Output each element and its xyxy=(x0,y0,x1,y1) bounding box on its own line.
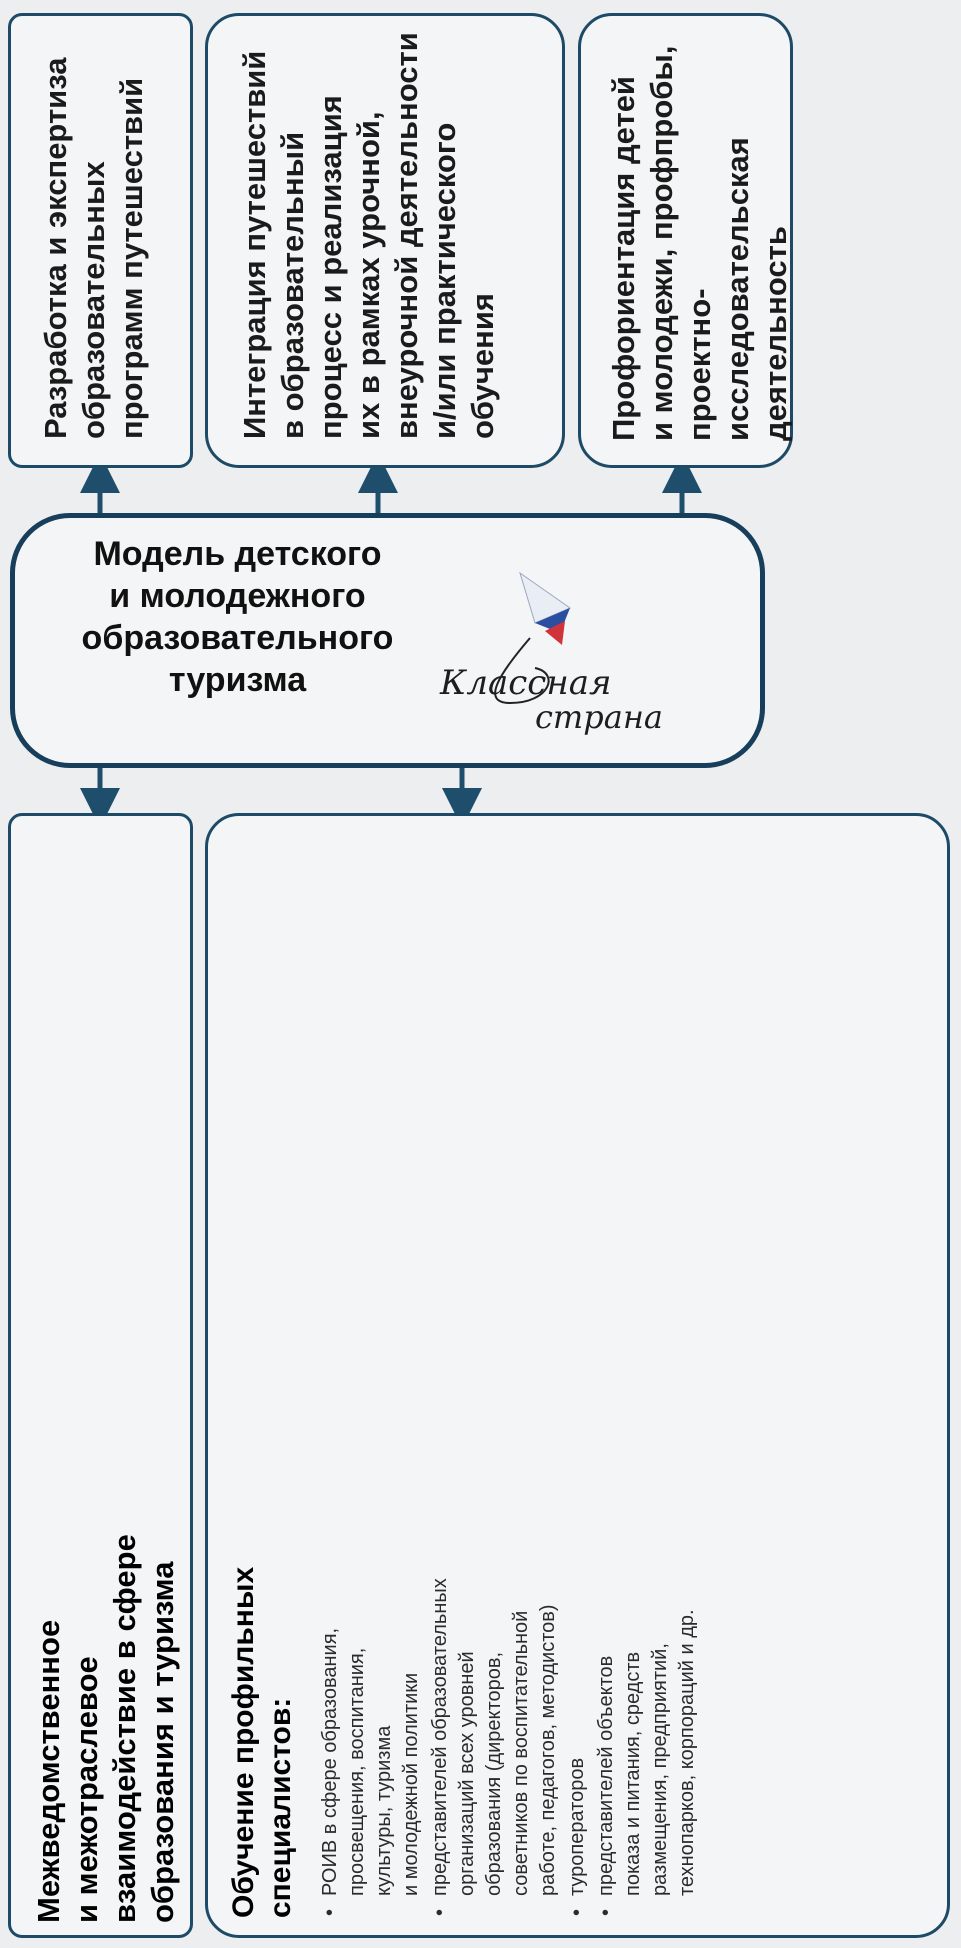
model-title-line: образовательного xyxy=(81,619,394,657)
specialists-item-line: и молодежной политики xyxy=(400,1672,422,1896)
integration-line: внеурочной деятельности xyxy=(389,32,424,439)
career-line: Профориентация детей xyxy=(606,76,641,441)
specialists-item-line: образования (директоров, xyxy=(483,1651,505,1896)
specialists-item-line: просвещения, воспитания, xyxy=(346,1647,368,1896)
klassnaya-strana-logo: Классная страна xyxy=(440,553,740,743)
specialists-item: представителей образовательных организац… xyxy=(427,1418,562,1918)
training-title: Обучение профильных специалистов: xyxy=(225,1418,299,1918)
specialists-item-line: представителей объектов xyxy=(595,1655,617,1896)
interagency-line: Межведомственное xyxy=(31,1619,66,1923)
career-box: Профориентация детей и молодежи, профпро… xyxy=(578,13,793,468)
expertise-text: Разработка и экспертиза образовательных … xyxy=(37,16,151,439)
specialists-item-line: туроператоров xyxy=(566,1757,588,1896)
training-content: Обучение профильных специалистов: РОИВ в… xyxy=(225,1418,703,1918)
integration-line: Интеграция путешествий xyxy=(237,50,272,439)
integration-box: Интеграция путешествий в образовательный… xyxy=(205,13,565,468)
specialists-item-line: советников по воспитательной xyxy=(510,1610,532,1896)
specialists-item-line: РОИВ в сфере образования, xyxy=(319,1627,341,1896)
specialists-item: представителей объектов показа и питания… xyxy=(593,1418,701,1918)
career-line: проектно-исследовательская xyxy=(682,137,755,441)
specialists-item-line: культуры, туризма xyxy=(373,1725,395,1896)
expertise-line: программ путешествий xyxy=(114,77,149,439)
specialists-item-line: организаций всех уровней xyxy=(456,1651,478,1896)
integration-line: обучения xyxy=(465,292,500,439)
specialists-item-line: работе, педагогов, методистов) xyxy=(537,1604,559,1896)
specialists-item: РОИВ в сфере образования, просвещения, в… xyxy=(317,1418,425,1918)
specialists-item: туроператоров xyxy=(564,1418,591,1918)
interagency-line: взаимодействие в сфере xyxy=(107,1534,142,1923)
expertise-box: Разработка и экспертиза образовательных … xyxy=(8,13,193,468)
model-title-line: и молодежного xyxy=(109,577,366,615)
integration-line: и/или практического xyxy=(427,122,462,439)
logo-wordmark-2: страна xyxy=(535,698,663,736)
interagency-line: образования и туризма xyxy=(145,1561,180,1923)
interagency-line: и межотраслевое xyxy=(69,1656,104,1923)
integration-line: в образовательный xyxy=(275,131,310,439)
expertise-line: Разработка и экспертиза xyxy=(38,57,73,439)
specialists-item-line: размещения, предприятий, xyxy=(649,1643,671,1896)
paper-plane-icon xyxy=(494,571,572,705)
specialists-item-line: показа и питания, средств xyxy=(622,1651,644,1896)
specialists-item-line: представителей образовательных xyxy=(429,1578,451,1896)
career-text: Профориентация детей и молодежи, профпро… xyxy=(605,16,795,442)
career-line: и молодежи, профпробы, xyxy=(644,45,679,442)
integration-line: их в рамках урочной, xyxy=(351,111,386,439)
career-line: деятельность xyxy=(758,226,793,441)
specialists-list: РОИВ в сфере образования, просвещения, в… xyxy=(317,1418,701,1918)
model-center-content: Модель детского и молодежного образовате… xyxy=(10,513,765,768)
training-title-line: Обучение профильных xyxy=(227,1566,260,1918)
interagency-text: Межведомственное и межотраслевое взаимод… xyxy=(30,1423,182,1923)
training-title-line: специалистов: xyxy=(264,1697,297,1918)
logo-wordmark-1: Классная xyxy=(440,663,612,703)
model-title-line: туризма xyxy=(168,661,307,699)
model-title: Модель детского и молодежного образовате… xyxy=(40,533,435,701)
specialists-item-line: технопарков, корпораций и др. xyxy=(676,1609,698,1896)
model-title-line: Модель детского xyxy=(93,535,382,573)
integration-text: Интеграция путешествий в образовательный… xyxy=(236,16,502,439)
integration-line: процесс и реализация xyxy=(313,95,348,439)
expertise-line: образовательных xyxy=(76,161,111,439)
